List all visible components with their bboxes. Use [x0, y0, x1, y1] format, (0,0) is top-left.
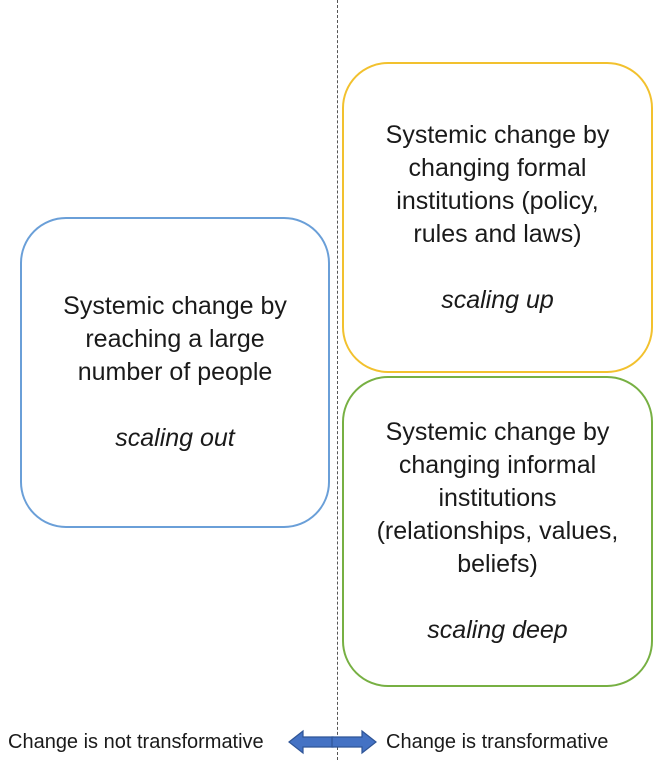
scaling-deep-label: scaling deep	[427, 616, 568, 644]
arrow-left-icon	[288, 729, 334, 755]
scaling-up-box: Systemic change by changing formal insti…	[342, 62, 653, 373]
scaling-up-label: scaling up	[441, 285, 554, 314]
scaling-deep-description: Systemic change by changing informal ins…	[376, 418, 619, 578]
transformative-label: Change is transformative	[386, 731, 609, 753]
arrow-right-shape	[331, 729, 377, 755]
scaling-deep-box: Systemic change by changing informal ins…	[342, 376, 653, 687]
arrow-left-shape	[288, 729, 334, 755]
not-transformative-label: Change is not transformative	[8, 731, 264, 753]
scaling-up-description: Systemic change by changing formal insti…	[385, 120, 610, 248]
scaling-out-description: Systemic change by reaching a large numb…	[63, 292, 287, 386]
arrow-right-icon	[331, 729, 377, 755]
center-divider-line	[337, 0, 338, 760]
scaling-out-label: scaling out	[115, 424, 235, 452]
scaling-out-box: Systemic change by reaching a large numb…	[20, 217, 330, 528]
